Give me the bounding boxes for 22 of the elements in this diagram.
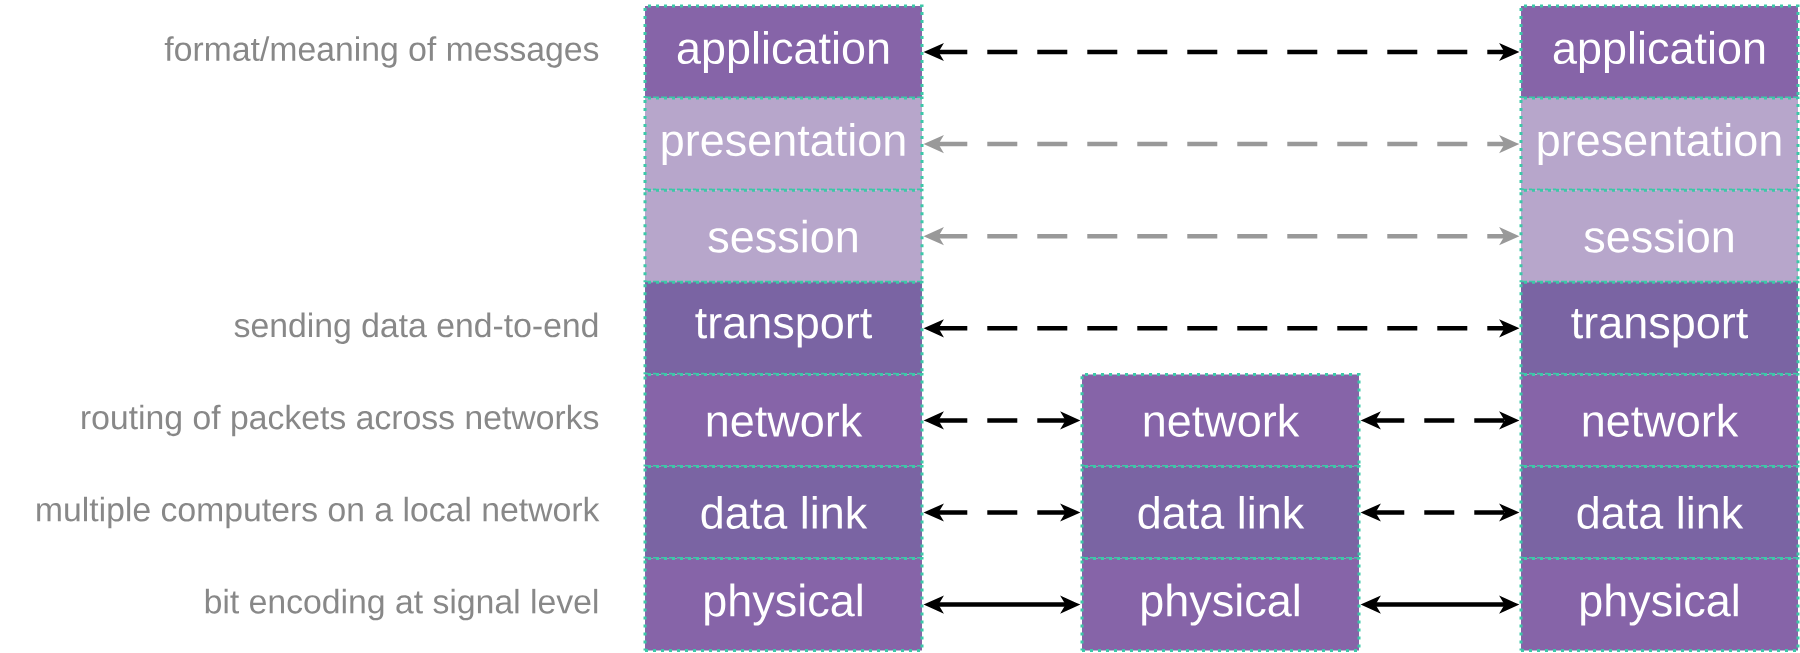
layer-box: data link bbox=[1519, 465, 1800, 560]
layer-description: routing of packets across networks bbox=[82, 404, 599, 437]
layer-box: transport bbox=[1519, 280, 1800, 376]
layer-box: transport bbox=[643, 280, 924, 376]
layer-description: format/meaning of messages bbox=[164, 36, 599, 68]
layer-box: physical bbox=[1080, 557, 1361, 653]
layer-box: session bbox=[1519, 188, 1800, 284]
layer-description: bit encoding at signal level bbox=[205, 588, 598, 621]
layer-box: application bbox=[643, 4, 924, 100]
layer-box: network bbox=[1519, 372, 1800, 468]
layer-box: network bbox=[1080, 372, 1361, 468]
layer-box: session bbox=[643, 188, 924, 284]
layer-box: presentation bbox=[1519, 96, 1800, 192]
layer-box: data link bbox=[643, 465, 924, 560]
layer-box: network bbox=[643, 372, 924, 468]
layer-box: physical bbox=[643, 557, 924, 653]
layer-box: application bbox=[1519, 4, 1800, 100]
layer-box: presentation bbox=[643, 96, 924, 192]
layer-box: data link bbox=[1080, 465, 1361, 560]
layer-description: multiple computers on a local network bbox=[37, 496, 600, 529]
layer-box: physical bbox=[1519, 557, 1800, 653]
layer-description: sending data end-to-end bbox=[234, 312, 598, 345]
